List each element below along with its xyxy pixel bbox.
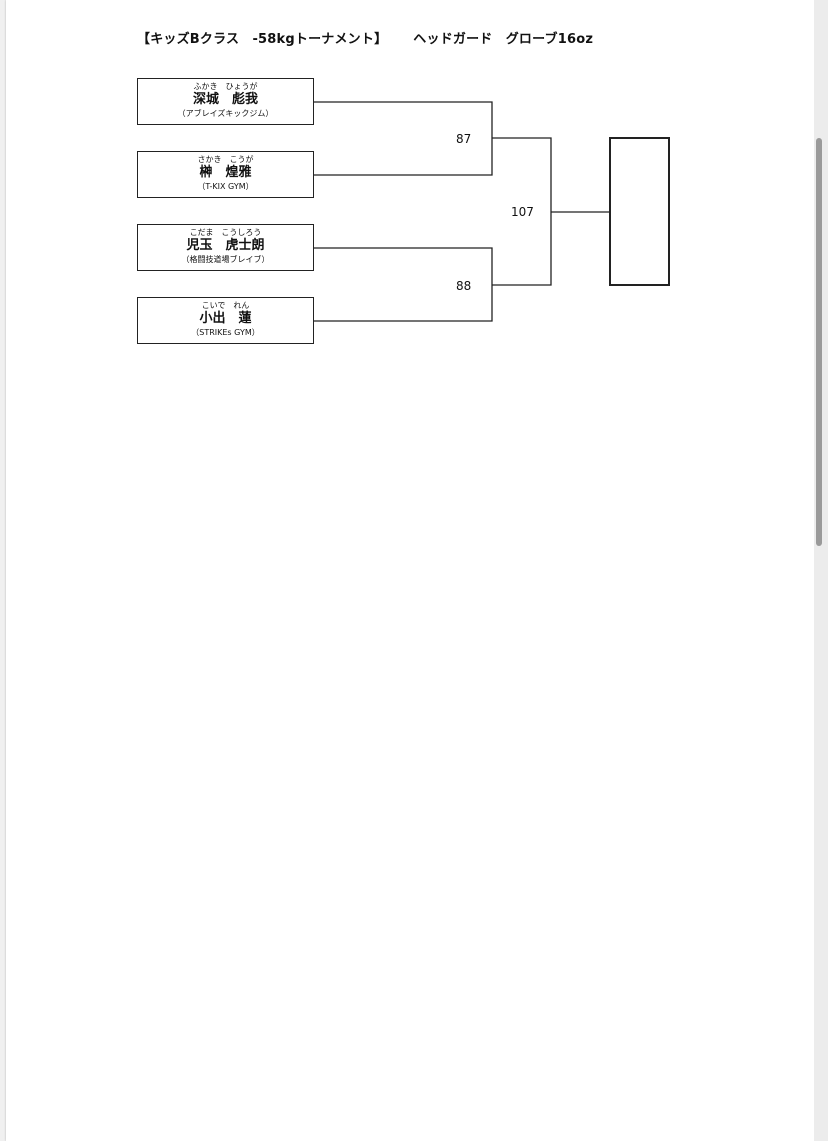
scrollbar-thumb[interactable] xyxy=(816,138,822,546)
fighter-gym: （STRIKEs GYM） xyxy=(191,328,260,337)
match-number-semi-1: 87 xyxy=(456,132,472,146)
fighter-name: 深城 彪我 xyxy=(192,92,258,107)
fighter-kana: こだま こうしろう xyxy=(189,228,262,237)
fighter-kana: こいで れん xyxy=(201,301,250,310)
fighter-name: 児玉 虎士朗 xyxy=(186,238,265,253)
fighter-gym: （アブレイズキックジム） xyxy=(177,109,274,118)
fighter-kana: ふかき ひょうが xyxy=(193,82,258,91)
match-number-semi-2: 88 xyxy=(456,279,472,293)
fighter-card: こいで れん 小出 蓮 （STRIKEs GYM） xyxy=(137,297,314,344)
bracket-lines xyxy=(314,101,609,322)
match-number-final: 107 xyxy=(511,205,534,219)
fighter-gym: （格闘技道場ブレイブ） xyxy=(181,255,270,264)
fighter-name: 榊 煌雅 xyxy=(199,165,252,180)
fighter-card: こだま こうしろう 児玉 虎士朗 （格闘技道場ブレイブ） xyxy=(137,224,314,271)
equipment-note: ヘッドガード グローブ16oz xyxy=(413,32,594,47)
fighter-gym: （T-KIX GYM） xyxy=(197,182,254,191)
fighter-card: ふかき ひょうが 深城 彪我 （アブレイズキックジム） xyxy=(137,78,314,125)
tournament-title: 【キッズBクラス -58kgトーナメント】 ヘッドガード グローブ16oz xyxy=(137,28,593,47)
winner-box xyxy=(609,137,670,286)
title-text: 【キッズBクラス -58kgトーナメント】 xyxy=(137,32,388,47)
fighter-name: 小出 蓮 xyxy=(199,311,252,326)
fighter-card: さかき こうが 榊 煌雅 （T-KIX GYM） xyxy=(137,151,314,198)
fighter-kana: さかき こうが xyxy=(197,155,254,164)
